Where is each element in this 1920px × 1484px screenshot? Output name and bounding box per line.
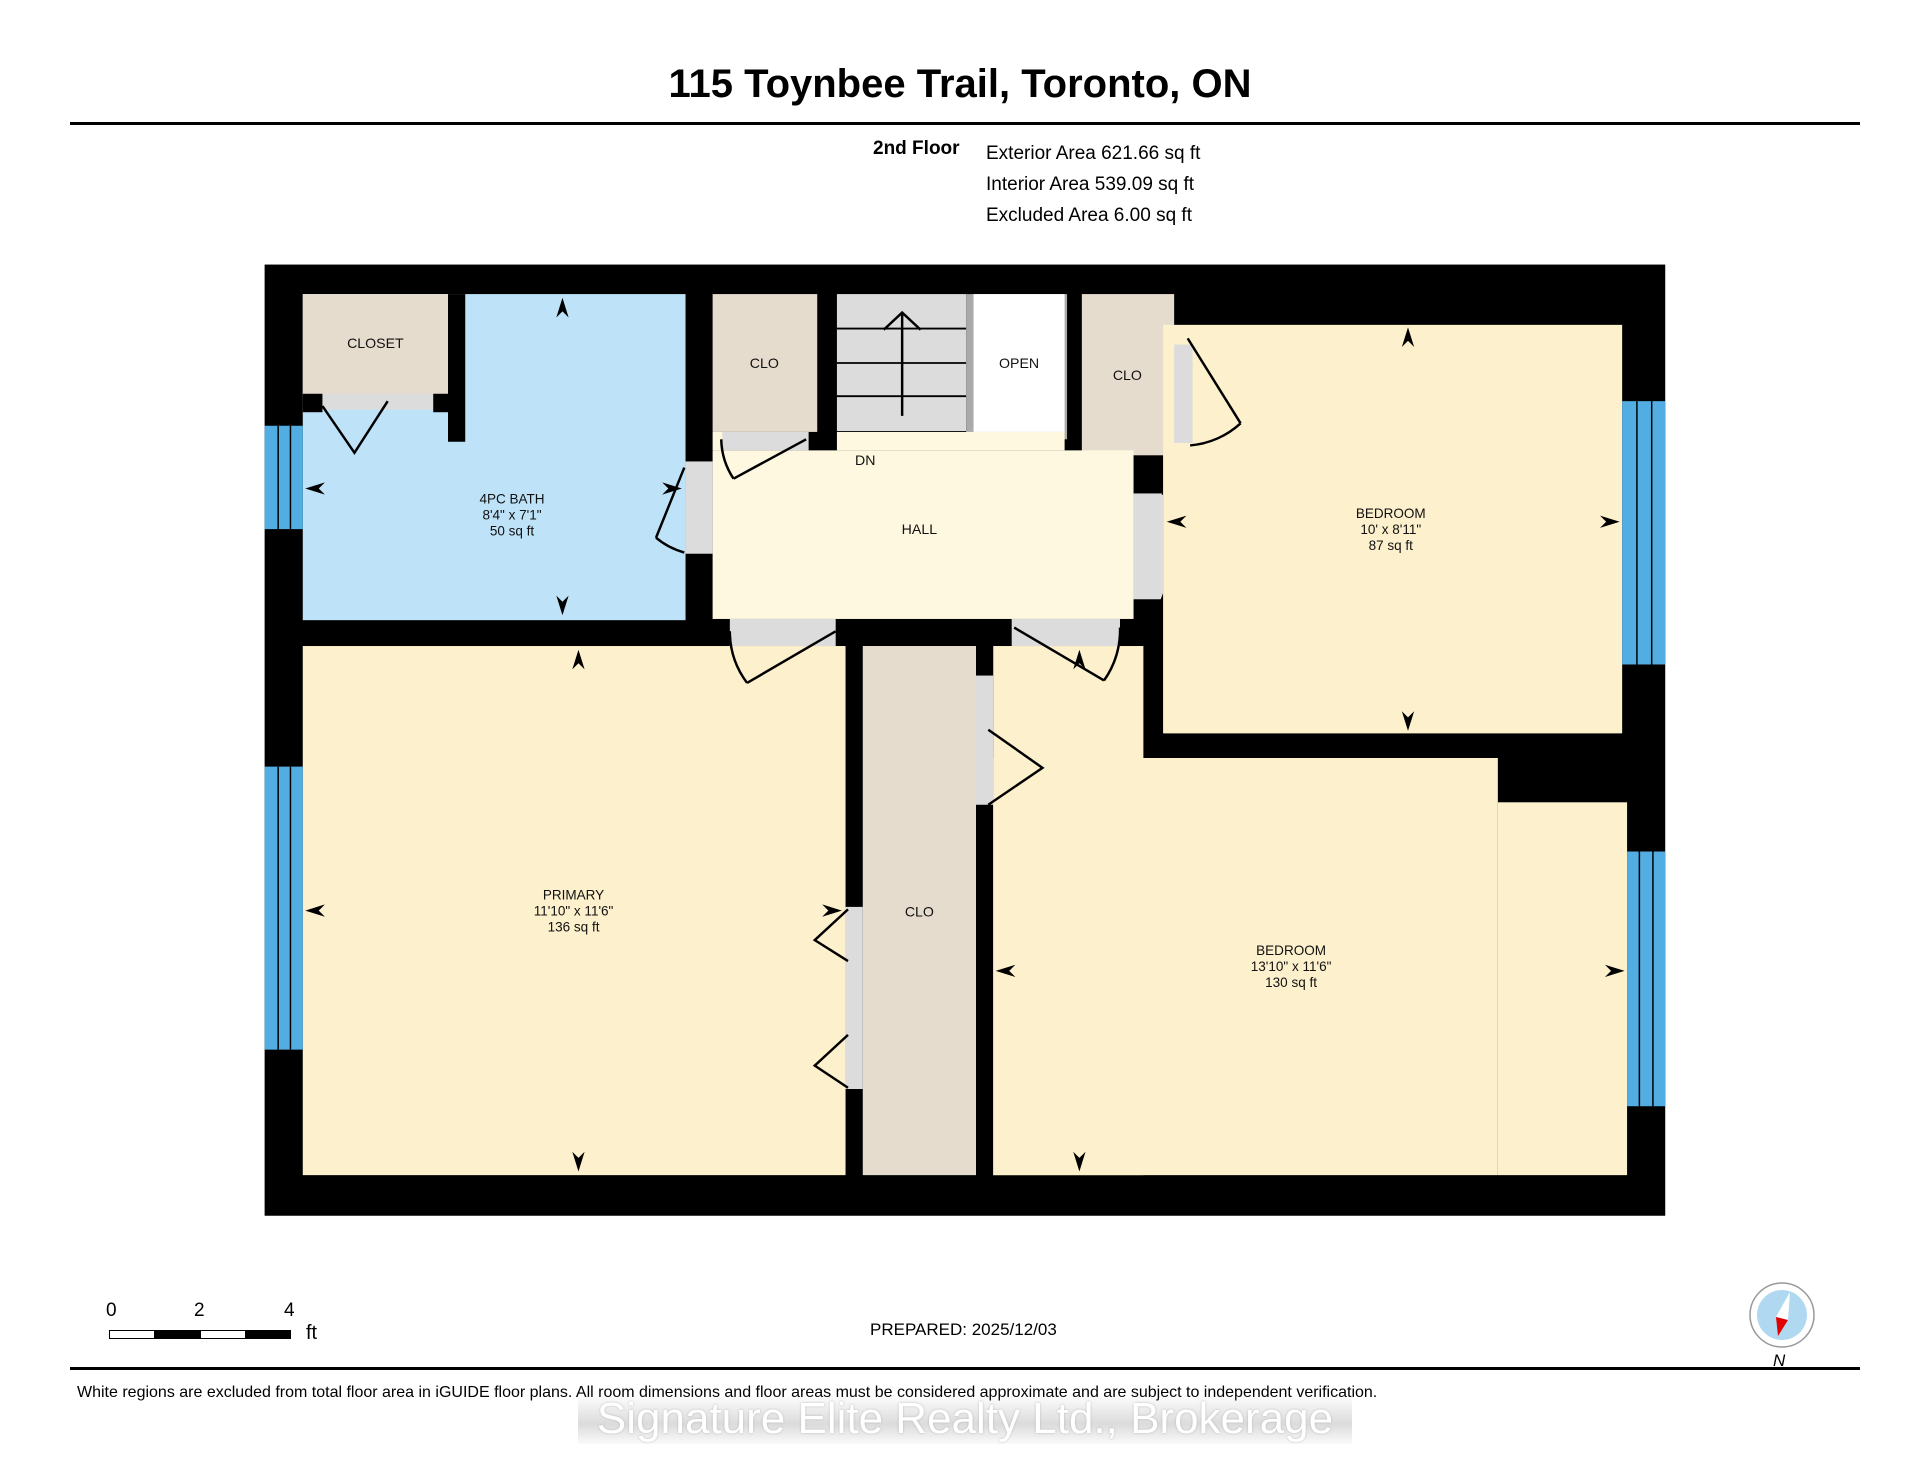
stairs-arrow-icon [882,310,922,331]
scale-tick-0: 0 [106,1300,117,1321]
page-title: 115 Toynbee Trail, Toronto, ON [668,62,1252,106]
exterior-area: Exterior Area 621.66 sq ft [986,143,1201,164]
bedroom-2-label: BEDROOM [1256,943,1326,958]
window [1627,851,1666,1107]
bedroom-1-label: BEDROOM [1356,506,1426,521]
room-primary [302,646,846,1176]
bedroom-1-area: 87 sq ft [1369,538,1414,553]
window [264,766,303,1050]
compass: N [1746,1282,1818,1372]
clo-hall-left-label: CLO [750,355,779,371]
window [1622,401,1666,665]
scale-tick-4: 4 [284,1300,295,1321]
room-clo-hall-left [712,294,818,432]
floor-label: 2nd Floor [873,138,960,159]
compass-icon: N [1749,1282,1815,1370]
bedroom-1-dims: 10' x 8'11" [1360,522,1421,537]
scale-bar: 0 2 4 ft [104,1300,364,1350]
compass-north-label: N [1773,1351,1786,1370]
stairs-dn-label: DN [855,452,875,468]
brokerage-watermark: Signature Elite Realty Ltd., Brokerage [578,1394,1352,1444]
bath-dims: 8'4" x 7'1" [482,507,541,522]
closet-label: CLOSET [347,335,404,351]
area-summary: Exterior Area 621.66 sq ft Interior Area… [986,138,1200,231]
bath-area: 50 sq ft [490,523,535,538]
bath-label: 4PC BATH [479,491,544,506]
interior-area: Interior Area 539.09 sq ft [986,174,1195,195]
primary-label: PRIMARY [543,888,604,903]
dimension-arrows [305,297,1625,1172]
open-label: OPEN [999,355,1039,371]
room-clo-center [862,646,976,1176]
room-open [973,294,1065,432]
prepared-date: PREPARED: 2025/12/03 [870,1320,1057,1339]
clo-center-label: CLO [905,904,934,920]
bedroom-2-dims: 13'10" x 11'6" [1251,959,1332,974]
scale-tick-2: 2 [194,1300,205,1321]
room-clo-hall-right [1081,294,1175,456]
room-hall [712,431,1134,619]
footer-divider [70,1367,1860,1370]
window [264,425,303,530]
clo-hall-right-label: CLO [1113,367,1142,383]
bedroom-2-area: 130 sq ft [1265,975,1317,990]
primary-area: 136 sq ft [548,920,600,935]
primary-dims: 11'10" x 11'6" [534,904,614,919]
room-bedroom-2 [993,646,1628,1176]
room-4pc-bath [302,294,686,621]
title-divider [70,122,1860,125]
room-bedroom-1 [1163,324,1623,734]
hall-label: HALL [902,521,938,537]
scale-unit: ft [306,1322,318,1344]
excluded-area: Excluded Area 6.00 sq ft [986,205,1192,226]
stairs [836,294,967,433]
